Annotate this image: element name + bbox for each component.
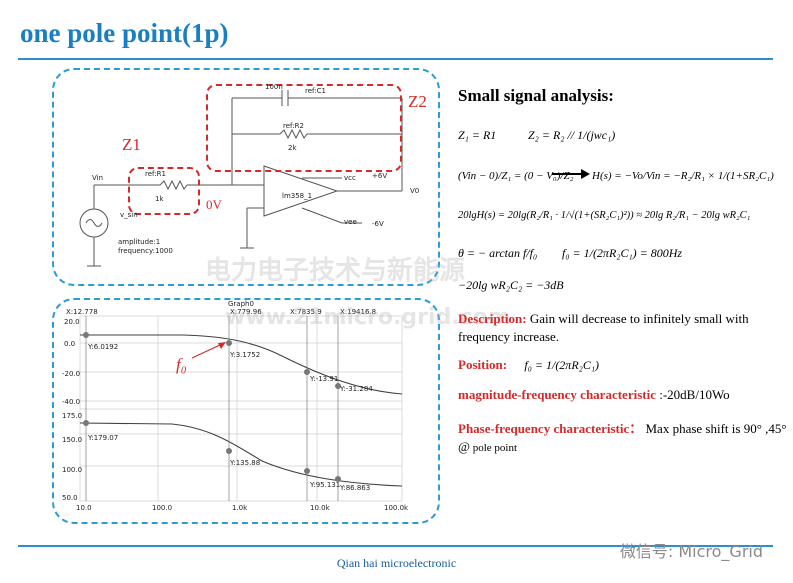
phase-text: Phase-frequency characteristic： Max phas… [458,420,788,457]
cursor-label-2: X:7835.9 [290,308,322,316]
watermark-url: www.21micro.grid.com [225,305,511,330]
zero-volt-label: 0V [206,197,222,212]
magnitude-label: magnitude-frequency characteristic [458,387,656,402]
x-axis-4: 100.0k [384,504,409,512]
footer-divider [18,545,773,547]
f0-annotation: f₀ [176,355,187,374]
phase-body: Max phase shift is 90° ,45° @ [458,421,787,454]
z2-label: Z2 [408,92,427,111]
minus6-label: -6V [372,220,384,228]
bot-readout-2: Y:95.131 [310,481,341,489]
r1-value: 1k [155,195,164,203]
bode-plot [79,315,403,502]
right-arrow-icon [552,169,590,179]
top-axis-1: 0.0 [64,340,76,348]
position-equation: f₀ = 1/(2πR₂C₁) [524,358,599,372]
vsin-label: v_sin [120,211,138,219]
bot-readout-0: Y:179.07 [88,434,119,442]
bot-axis-3: 100.0 [62,466,83,474]
equation-f0: f₀ = 1/(2πR₂C₁) = 800Hz [562,246,683,260]
top-readout-1: Y:3.1752 [230,351,261,359]
footer-text: Qian hai microelectronic [336,556,457,570]
r2-ref: ref:R2 [283,122,304,130]
cursor-label-0: X:12.778 [66,308,98,316]
watermark-cn: 电力电子技术与新能源 [205,256,466,286]
cursor-label-3: X:19416.8 [340,308,377,316]
x-axis-1: 100.0 [152,504,173,512]
equation-z1: Z₁ = R1 [458,128,497,142]
v0-label: V0 [410,187,420,195]
r2-value: 2k [288,144,297,152]
c1-ref: ref:C1 [305,87,326,95]
circuit-schematic [79,90,403,267]
top-axis-2: -20.0 [62,370,81,378]
z1-highlight [128,167,200,215]
top-axis-0: 20.0 [64,318,80,326]
vcc-label: vcc [344,174,356,182]
wechat-watermark: 微信号: Micro_Grid [619,542,763,561]
bot-axis-1: 150.0 [62,436,83,444]
graph-title: Graph0 [228,300,254,308]
bot-readout-1: Y:135.88 [230,459,261,467]
equation-transfer: H(s) = −Vo/Vin = −R₂/R₁ × 1/(1+SR₂C₁) [592,170,774,182]
frequency-label: frequency:1000 [118,247,173,255]
amplitude-label: amplitude:1 [118,238,161,246]
equation-node: (Vin − 0)/Z₁ = (0 − V₀)/Z₂ [458,170,574,182]
bot-axis-5: 50.0 [62,494,78,502]
cursor-label-1: X:779.96 [230,308,262,316]
top-readout-3: Y:-31.284 [340,385,373,393]
description-body: Gain will decrease to infinitely small w… [458,311,749,344]
opamp-label: lm358_1 [282,192,313,200]
bot-axis-0: 175.0 [62,412,83,420]
equation-gain-db: 20lgH(s) = 20lg(R₂/R₁ · 1/√(1+(SR₂C₁)²))… [458,210,751,221]
equation-phase: θ = − arctan f/f₀ [458,246,538,260]
phase-label: Phase-frequency characteristic： [458,421,643,436]
bode-plot-panel [52,298,440,524]
f0-arrow-icon [191,342,226,359]
x-axis-0: 10.0 [76,504,92,512]
x-axis-2: 1.0k [232,504,248,512]
position-text: Position: f₀ = 1/(2πR₂C₁) [458,356,788,374]
equation-3db: −20lg wR₂C₂ = −3dB [458,278,564,292]
description-label: Description: [458,311,527,326]
circuit-panel [52,68,440,286]
equation-z2: Z₂ = R₂ // 1/(jwc₁) [528,128,616,142]
top-axis-3: -40.0 [62,398,81,406]
vee-label: vee [344,218,357,226]
z2-highlight [206,84,402,172]
slide-title: one pole point(1p) [20,18,229,48]
magnitude-body: :-20dB/10Wo [655,387,730,402]
z1-label: Z1 [122,135,141,154]
plus6-label: +6V [372,172,388,180]
top-readout-0: Y:6.0192 [88,343,119,351]
title-divider [18,58,773,60]
r1-ref: ref:R1 [145,170,166,178]
vin-label: Vin [92,174,104,182]
bot-readout-3: Y:86.863 [340,484,371,492]
x-axis-3: 10.0k [310,504,330,512]
magnitude-text: magnitude-frequency characteristic :-20d… [458,386,788,404]
top-readout-2: Y:-13.91 [310,375,339,383]
position-label: Position: [458,357,508,372]
c1-value: 100n [265,83,283,91]
description-text: Description: Gain will decrease to infin… [458,310,788,346]
analysis-heading: Small signal analysis: [458,86,614,105]
phase-small: pole point [469,442,518,454]
